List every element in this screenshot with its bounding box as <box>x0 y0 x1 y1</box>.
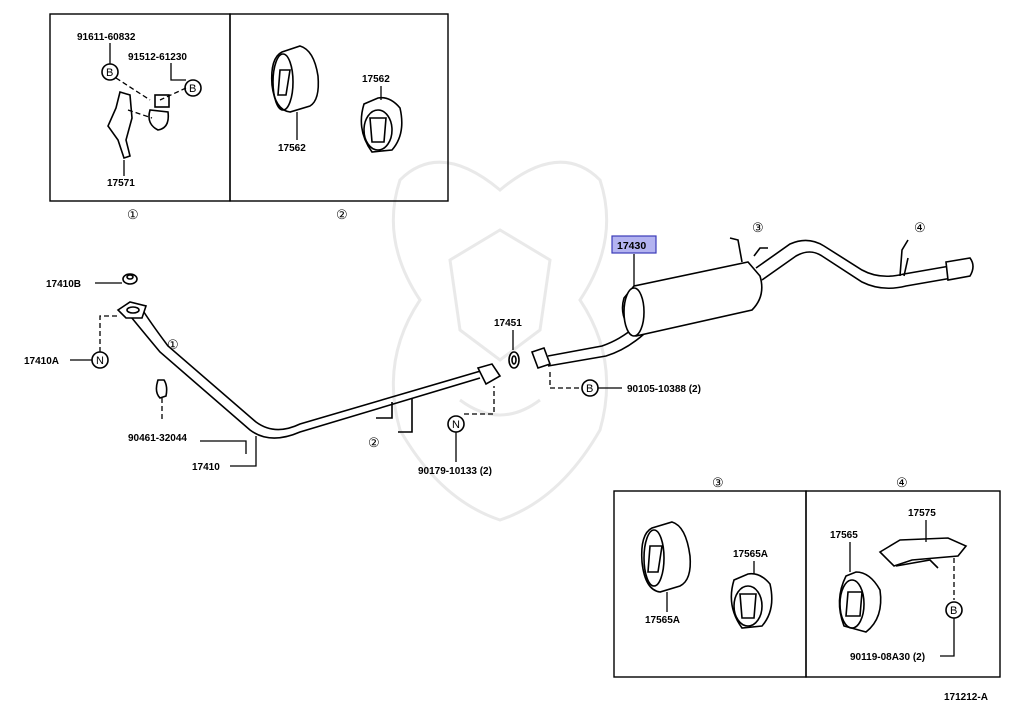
inset-1-box <box>49 13 449 202</box>
flange-front <box>116 301 148 319</box>
label-90119-08a30[interactable]: 90119-08A30 (2) <box>850 652 925 663</box>
label-17562-a[interactable]: 17562 <box>278 143 306 154</box>
main-marker-4: ④ <box>914 220 926 235</box>
flange-rear <box>476 363 502 386</box>
front-pipe-17410[interactable] <box>116 301 502 439</box>
circle-b-inset4-label: B <box>950 605 957 617</box>
inset-2-marker: ② <box>336 207 348 222</box>
label-17571[interactable]: 17571 <box>107 178 135 189</box>
circle-b-2-label: B <box>189 83 196 95</box>
circle-b-main-label: B <box>586 383 593 395</box>
inset-3-4-box <box>613 490 1001 678</box>
label-17575[interactable]: 17575 <box>908 508 936 519</box>
diagram-ref-code: 171212-A <box>944 692 988 703</box>
bracket-17571[interactable] <box>107 90 133 160</box>
inset-3-marker: ③ <box>712 475 724 490</box>
label-90105-10388[interactable]: 90105-10388 (2) <box>627 384 701 395</box>
label-17565[interactable]: 17565 <box>830 530 858 541</box>
circle-n-1-label: N <box>96 355 104 367</box>
highlight-17430[interactable] <box>611 235 657 254</box>
hanger-17565[interactable] <box>838 571 882 633</box>
bracket-17575[interactable] <box>878 537 968 569</box>
main-marker-2: ② <box>368 435 380 450</box>
label-17562-b[interactable]: 17562 <box>362 74 390 85</box>
circle-b-1-label: B <box>106 67 113 79</box>
hanger-17562-b[interactable] <box>360 96 403 153</box>
clamp-90461[interactable] <box>155 379 168 420</box>
inset-2: 17562 17562 ② <box>270 45 403 222</box>
label-17451[interactable]: 17451 <box>494 318 522 329</box>
label-17410[interactable]: 17410 <box>192 462 220 473</box>
label-17565a-b[interactable]: 17565A <box>733 549 768 560</box>
hanger-17562-a[interactable] <box>270 45 320 113</box>
hanger-17565a-a[interactable] <box>640 521 692 593</box>
inset-1-marker: ① <box>127 207 139 222</box>
inset-4-marker: ④ <box>896 475 908 490</box>
hanger-17565a-b[interactable] <box>730 572 773 629</box>
label-90179-10133[interactable]: 90179-10133 (2) <box>418 466 492 477</box>
label-17410b[interactable]: 17410B <box>46 279 81 290</box>
label-91512-61230[interactable]: 91512-61230 <box>128 52 187 63</box>
label-17430[interactable]: 17430 <box>617 240 646 252</box>
label-17565a-a[interactable]: 17565A <box>645 615 680 626</box>
muffler-17430[interactable] <box>530 237 974 370</box>
inset-3: 17565A 17565A <box>640 521 773 629</box>
circle-n-2-label: N <box>452 419 460 431</box>
gasket-17451[interactable] <box>508 351 520 369</box>
main-marker-3: ③ <box>752 220 764 235</box>
inset-1: 91611-60832 91512-61230 B B 17571 ① <box>77 32 202 222</box>
gasket-17410b[interactable] <box>122 273 138 285</box>
label-90461-32044[interactable]: 90461-32044 <box>128 433 187 444</box>
inset-4: 17565 17575 B 90119-08A30 (2) <box>830 508 968 663</box>
watermark-emblem <box>391 160 609 522</box>
label-17410a[interactable]: 17410A <box>24 356 59 367</box>
circle-b-1 <box>101 63 119 81</box>
flange-muffler <box>530 346 552 370</box>
main-marker-1: ① <box>167 337 179 352</box>
label-91611-60832[interactable]: 91611-60832 <box>77 32 136 43</box>
